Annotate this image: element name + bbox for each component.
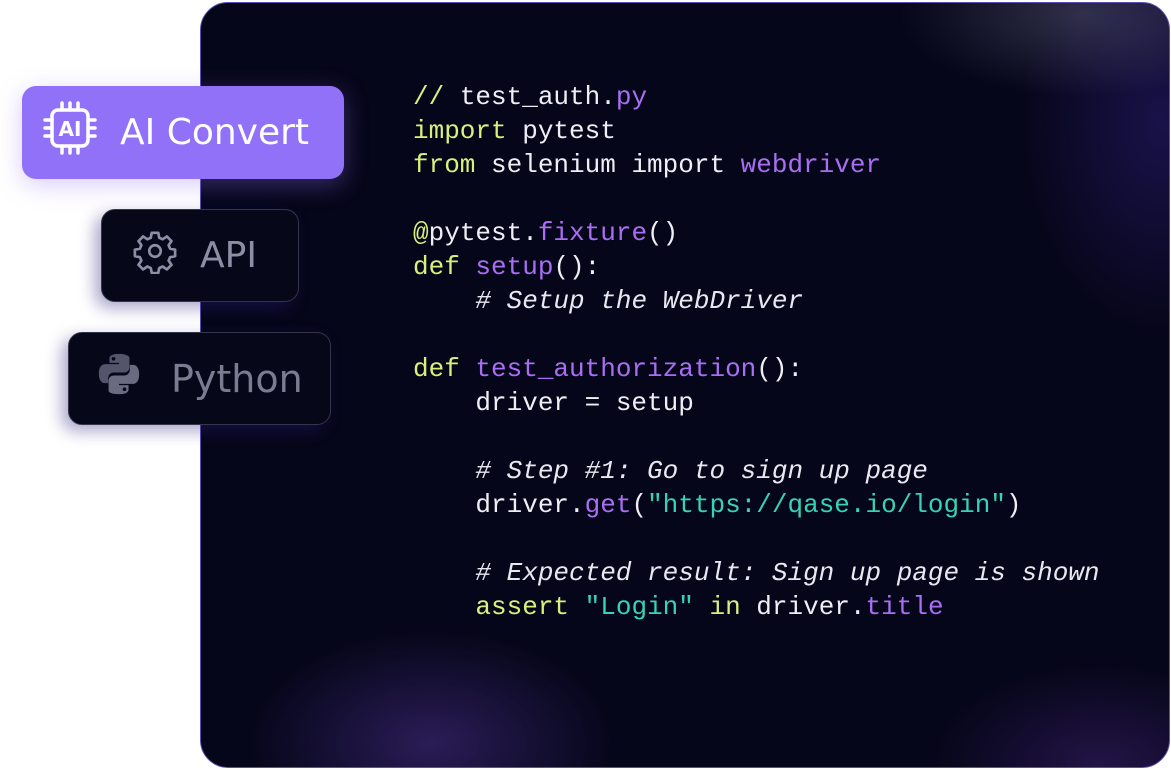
- code-token: def: [413, 354, 460, 384]
- code-token: [569, 592, 585, 622]
- gear-icon: [132, 228, 178, 283]
- ai-chip-icon: AI: [42, 100, 98, 165]
- code-line: [413, 420, 1100, 454]
- code-token: [413, 286, 475, 316]
- code-token: assert: [475, 592, 570, 622]
- code-token: pytest.: [428, 218, 538, 248]
- code-token: # Expected result: Sign up page is shown: [475, 558, 1100, 588]
- ai-convert-button[interactable]: AI AI Convert: [22, 86, 344, 179]
- code-token: # Setup the WebDriver: [475, 286, 804, 316]
- code-token: @: [413, 218, 429, 248]
- code-line: driver = setup: [413, 386, 1100, 420]
- code-token: driver.: [413, 490, 585, 520]
- code-token: test_authorization: [475, 354, 757, 384]
- code-line: [413, 182, 1100, 216]
- code-token: # Step #1: Go to sign up page: [475, 456, 928, 486]
- api-label: API: [200, 235, 257, 276]
- code-token: title: [865, 592, 944, 622]
- svg-text:AI: AI: [59, 117, 82, 141]
- code-token: [413, 456, 475, 486]
- python-button[interactable]: Python: [68, 332, 331, 425]
- code-token: fixture: [537, 218, 648, 248]
- code-token: from: [413, 150, 476, 180]
- code-line: driver.get("https://qase.io/login"): [413, 488, 1100, 522]
- code-token: py: [615, 82, 648, 112]
- code-line: # Expected result: Sign up page is shown: [413, 556, 1100, 590]
- code-token: "Login": [584, 592, 694, 622]
- code-token: in: [709, 592, 741, 622]
- code-token: setup: [475, 252, 554, 282]
- code-token: "https://qase.io/login": [647, 490, 1006, 520]
- code-token: webdriver: [740, 150, 882, 180]
- code-line: // test_auth.py: [413, 80, 1100, 114]
- code-token: [413, 592, 475, 622]
- code-token: //: [413, 82, 460, 112]
- code-token: selenium import: [475, 150, 741, 180]
- code-line: [413, 522, 1100, 556]
- code-line: assert "Login" in driver.title: [413, 590, 1100, 624]
- code-line: # Setup the WebDriver: [413, 284, 1100, 318]
- code-token: def: [413, 252, 460, 282]
- code-token: (): [647, 218, 679, 248]
- code-token: ): [1005, 490, 1022, 520]
- code-token: [413, 558, 475, 588]
- python-icon: [97, 352, 141, 405]
- python-label: Python: [171, 356, 303, 401]
- code-line: [413, 318, 1100, 352]
- code-panel: [200, 2, 1170, 768]
- ai-convert-label: AI Convert: [120, 112, 310, 153]
- code-token: driver = setup: [413, 388, 694, 418]
- code-token: [460, 354, 476, 384]
- code-token: (: [631, 490, 648, 520]
- code-token: import: [413, 116, 507, 146]
- code-token: driver.: [740, 592, 866, 622]
- code-line: import pytest: [413, 114, 1100, 148]
- code-token: [694, 592, 710, 622]
- code-token: [460, 252, 476, 282]
- code-line: from selenium import webdriver: [413, 148, 1100, 182]
- code-line: # Step #1: Go to sign up page: [413, 454, 1100, 488]
- code-token: get: [584, 490, 632, 520]
- code-token: ():: [553, 252, 601, 282]
- code-line: @pytest.fixture(): [413, 216, 1100, 250]
- code-token: test_auth.: [459, 82, 616, 112]
- code-line: def setup():: [413, 250, 1100, 284]
- code-line: def test_authorization():: [413, 352, 1100, 386]
- code-token: pytest: [506, 116, 616, 146]
- api-button[interactable]: API: [101, 209, 299, 302]
- code-token: ():: [756, 354, 804, 384]
